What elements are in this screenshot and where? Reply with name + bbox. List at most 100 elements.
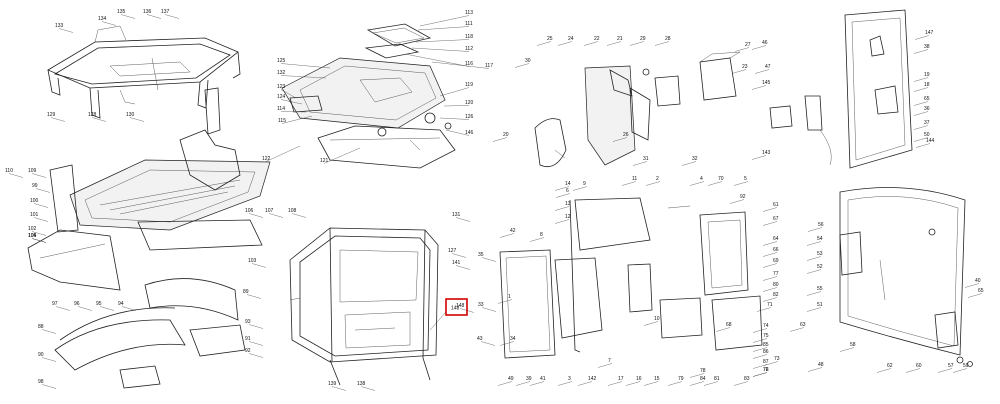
- leader-line: [762, 207, 778, 212]
- callout-label: 71: [767, 302, 773, 308]
- callout-label: 132: [277, 70, 286, 76]
- callout-label: 24: [568, 36, 574, 42]
- callout-label: 66: [773, 247, 779, 253]
- leader-line: [645, 181, 661, 186]
- callout-label: 43: [477, 336, 483, 342]
- leader-line: [451, 253, 467, 258]
- callout-label: 15: [654, 376, 660, 382]
- callout-label: 79: [678, 376, 684, 382]
- callout-label: 57: [948, 363, 954, 369]
- leader-line: [411, 47, 470, 52]
- leader-line: [807, 367, 823, 372]
- callout-label: 26: [623, 132, 629, 138]
- callout-label: 28: [665, 36, 671, 42]
- callout-label: 105: [28, 233, 37, 239]
- callout-label: 97: [52, 301, 58, 307]
- leader-line: [643, 381, 659, 386]
- callout-label: 41: [540, 376, 546, 382]
- leader-line: [577, 381, 593, 386]
- leader-line: [164, 14, 180, 19]
- callout-leaders: [8, 14, 983, 391]
- callout-label: 85: [763, 342, 769, 348]
- leader-line: [499, 341, 515, 346]
- callout-label: 101: [30, 212, 39, 218]
- callout-label: 73: [774, 356, 780, 362]
- callout-label: 33: [478, 302, 484, 308]
- leader-line: [806, 256, 822, 261]
- callout-label: 49: [508, 376, 514, 382]
- callout-label: 2: [656, 176, 659, 182]
- callout-label: 94: [118, 301, 124, 307]
- leader-line: [41, 357, 57, 362]
- callout-label: 59: [963, 363, 969, 369]
- leader-line: [751, 85, 767, 90]
- callout-label: 25: [547, 36, 553, 42]
- callout-label: 83: [744, 376, 750, 382]
- callout-label: 11: [632, 176, 637, 182]
- leader-line: [31, 173, 47, 178]
- callout-label: 9: [583, 181, 586, 187]
- leader-line: [789, 327, 805, 332]
- leader-line: [913, 77, 929, 82]
- leader-line: [265, 145, 301, 162]
- leader-line: [689, 181, 705, 186]
- leader-line: [481, 257, 497, 262]
- leader-line: [762, 263, 778, 268]
- fender-assembly: [54, 278, 246, 389]
- leader-line: [612, 137, 628, 142]
- callout-label: 86: [763, 349, 769, 355]
- leader-line: [731, 69, 747, 74]
- leader-line: [667, 381, 683, 386]
- leader-line: [752, 372, 768, 377]
- leader-line: [762, 276, 778, 281]
- callout-label: 82: [773, 292, 779, 298]
- leader-line: [557, 41, 573, 46]
- callout-label: 92: [740, 194, 746, 200]
- callout-label: 124: [277, 94, 286, 100]
- callout-label: 58: [850, 342, 856, 348]
- leader-line: [331, 386, 347, 391]
- leader-line: [952, 368, 968, 373]
- leader-line: [280, 63, 331, 69]
- callout-label: 56: [818, 222, 824, 228]
- roof-frame-assembly: [47, 25, 241, 119]
- floor-assembly: [27, 87, 271, 291]
- leader-line: [729, 199, 745, 204]
- callout-label: 119: [465, 82, 473, 88]
- callout-label: 38: [924, 44, 930, 50]
- side-window-assembly: [839, 187, 973, 367]
- callout-label: 126: [465, 114, 474, 120]
- callout-label: 99: [32, 183, 38, 189]
- callout-label: 134: [98, 16, 107, 22]
- callout-label: 39: [526, 376, 532, 382]
- callout-label: 109: [28, 168, 37, 174]
- leader-line: [281, 115, 313, 124]
- leader-line: [806, 269, 822, 274]
- leader-line: [913, 111, 929, 116]
- leader-line: [248, 213, 264, 218]
- callout-label: 21: [617, 36, 623, 42]
- leader-line: [734, 47, 750, 52]
- leader-line: [632, 161, 648, 166]
- callout-label: 95: [96, 301, 102, 307]
- callout-label: 68: [726, 322, 732, 328]
- leader-line: [31, 238, 47, 243]
- leader-line: [499, 233, 515, 238]
- leader-line: [839, 347, 855, 352]
- callout-label: 139: [328, 381, 337, 387]
- callout-label: 37: [924, 120, 930, 126]
- leader-line: [752, 347, 768, 352]
- callout-label: 104: [28, 233, 37, 239]
- callout-label: 74: [763, 323, 769, 329]
- callout-label: 65: [924, 96, 930, 102]
- leader-line: [31, 231, 47, 236]
- callout-label: 89: [243, 289, 249, 295]
- callout-label: 50: [924, 132, 930, 138]
- leader-line: [762, 252, 778, 257]
- callout-label: 62: [887, 363, 893, 369]
- callout-label: 75: [763, 333, 769, 339]
- callout-label: 113: [465, 10, 473, 16]
- leader-line: [280, 89, 297, 99]
- leader-line: [419, 15, 470, 27]
